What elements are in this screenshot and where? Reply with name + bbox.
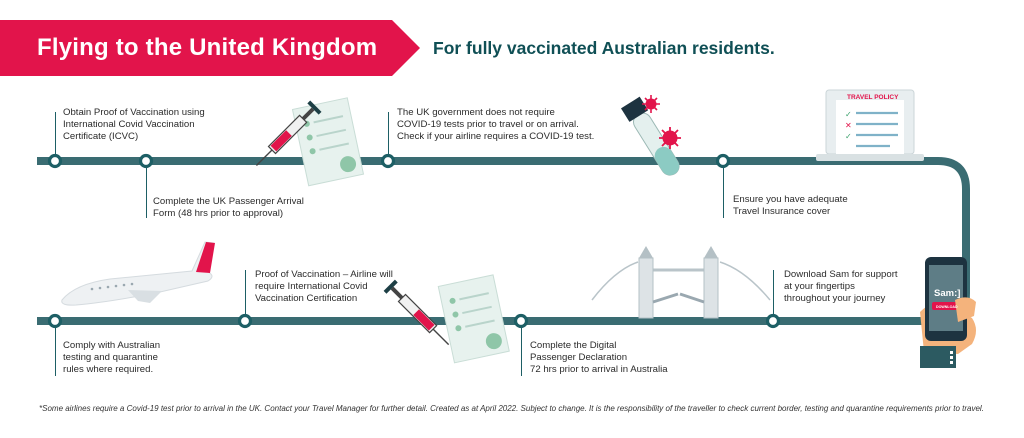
step-travel-insurance: Ensure you have adequate Travel Insuranc… <box>733 194 848 217</box>
waypoint-marker <box>380 153 396 169</box>
waypoint-marker <box>513 313 529 329</box>
tower-bridge-icon <box>591 246 771 319</box>
connector-line <box>723 166 724 218</box>
test-tube-icon <box>620 96 680 176</box>
svg-text:✕: ✕ <box>845 121 852 130</box>
waypoint-marker <box>47 313 63 329</box>
phone-icon <box>920 257 976 368</box>
laptop-icon: ✓ ✕ ✓ <box>816 89 924 161</box>
connector-line <box>55 112 56 156</box>
page-subtitle: For fully vaccinated Australian resident… <box>433 38 775 58</box>
connector-line <box>521 326 522 376</box>
checklist-icon <box>437 274 510 364</box>
step-download-sam: Download Sam for support at your fingert… <box>784 269 898 304</box>
connector-line <box>773 270 774 316</box>
syringe-icon <box>383 279 450 346</box>
airplane-icon <box>61 241 215 306</box>
checklist-icon <box>291 97 365 187</box>
title-banner <box>0 20 420 76</box>
waypoint-marker <box>47 153 63 169</box>
step-proof-of-vaccination: Obtain Proof of Vaccination using Intern… <box>63 107 205 142</box>
phone-app-name: Sam:] <box>934 288 961 299</box>
step-digital-passenger-declaration: Complete the Digital Passenger Declarati… <box>530 340 668 375</box>
svg-text:✓: ✓ <box>845 132 852 141</box>
step-passenger-arrival-form: Complete the UK Passenger Arrival Form (… <box>153 196 304 219</box>
travel-policy-title: TRAVEL POLICY <box>847 94 899 101</box>
syringe-icon <box>255 100 322 167</box>
step-airline-vaccination-proof: Proof of Vaccination – Airline will requ… <box>255 269 393 304</box>
connector-line <box>245 270 246 316</box>
waypoint-marker <box>138 153 154 169</box>
svg-text:✓: ✓ <box>845 110 852 119</box>
virus-icon <box>642 95 681 149</box>
connector-line <box>388 112 389 156</box>
page-title: Flying to the United Kingdom <box>37 34 378 61</box>
step-covid-test-info: The UK government does not require COVID… <box>397 107 595 142</box>
step-australian-quarantine-rules: Comply with Australian testing and quara… <box>63 340 161 375</box>
connector-line <box>146 166 147 218</box>
footnote: *Some airlines require a Covid-19 test p… <box>39 404 984 413</box>
phone-download-label: DOWNLOAD <box>936 305 958 309</box>
waypoint-marker <box>765 313 781 329</box>
connector-line <box>55 326 56 376</box>
waypoint-marker <box>237 313 253 329</box>
waypoint-marker <box>715 153 731 169</box>
